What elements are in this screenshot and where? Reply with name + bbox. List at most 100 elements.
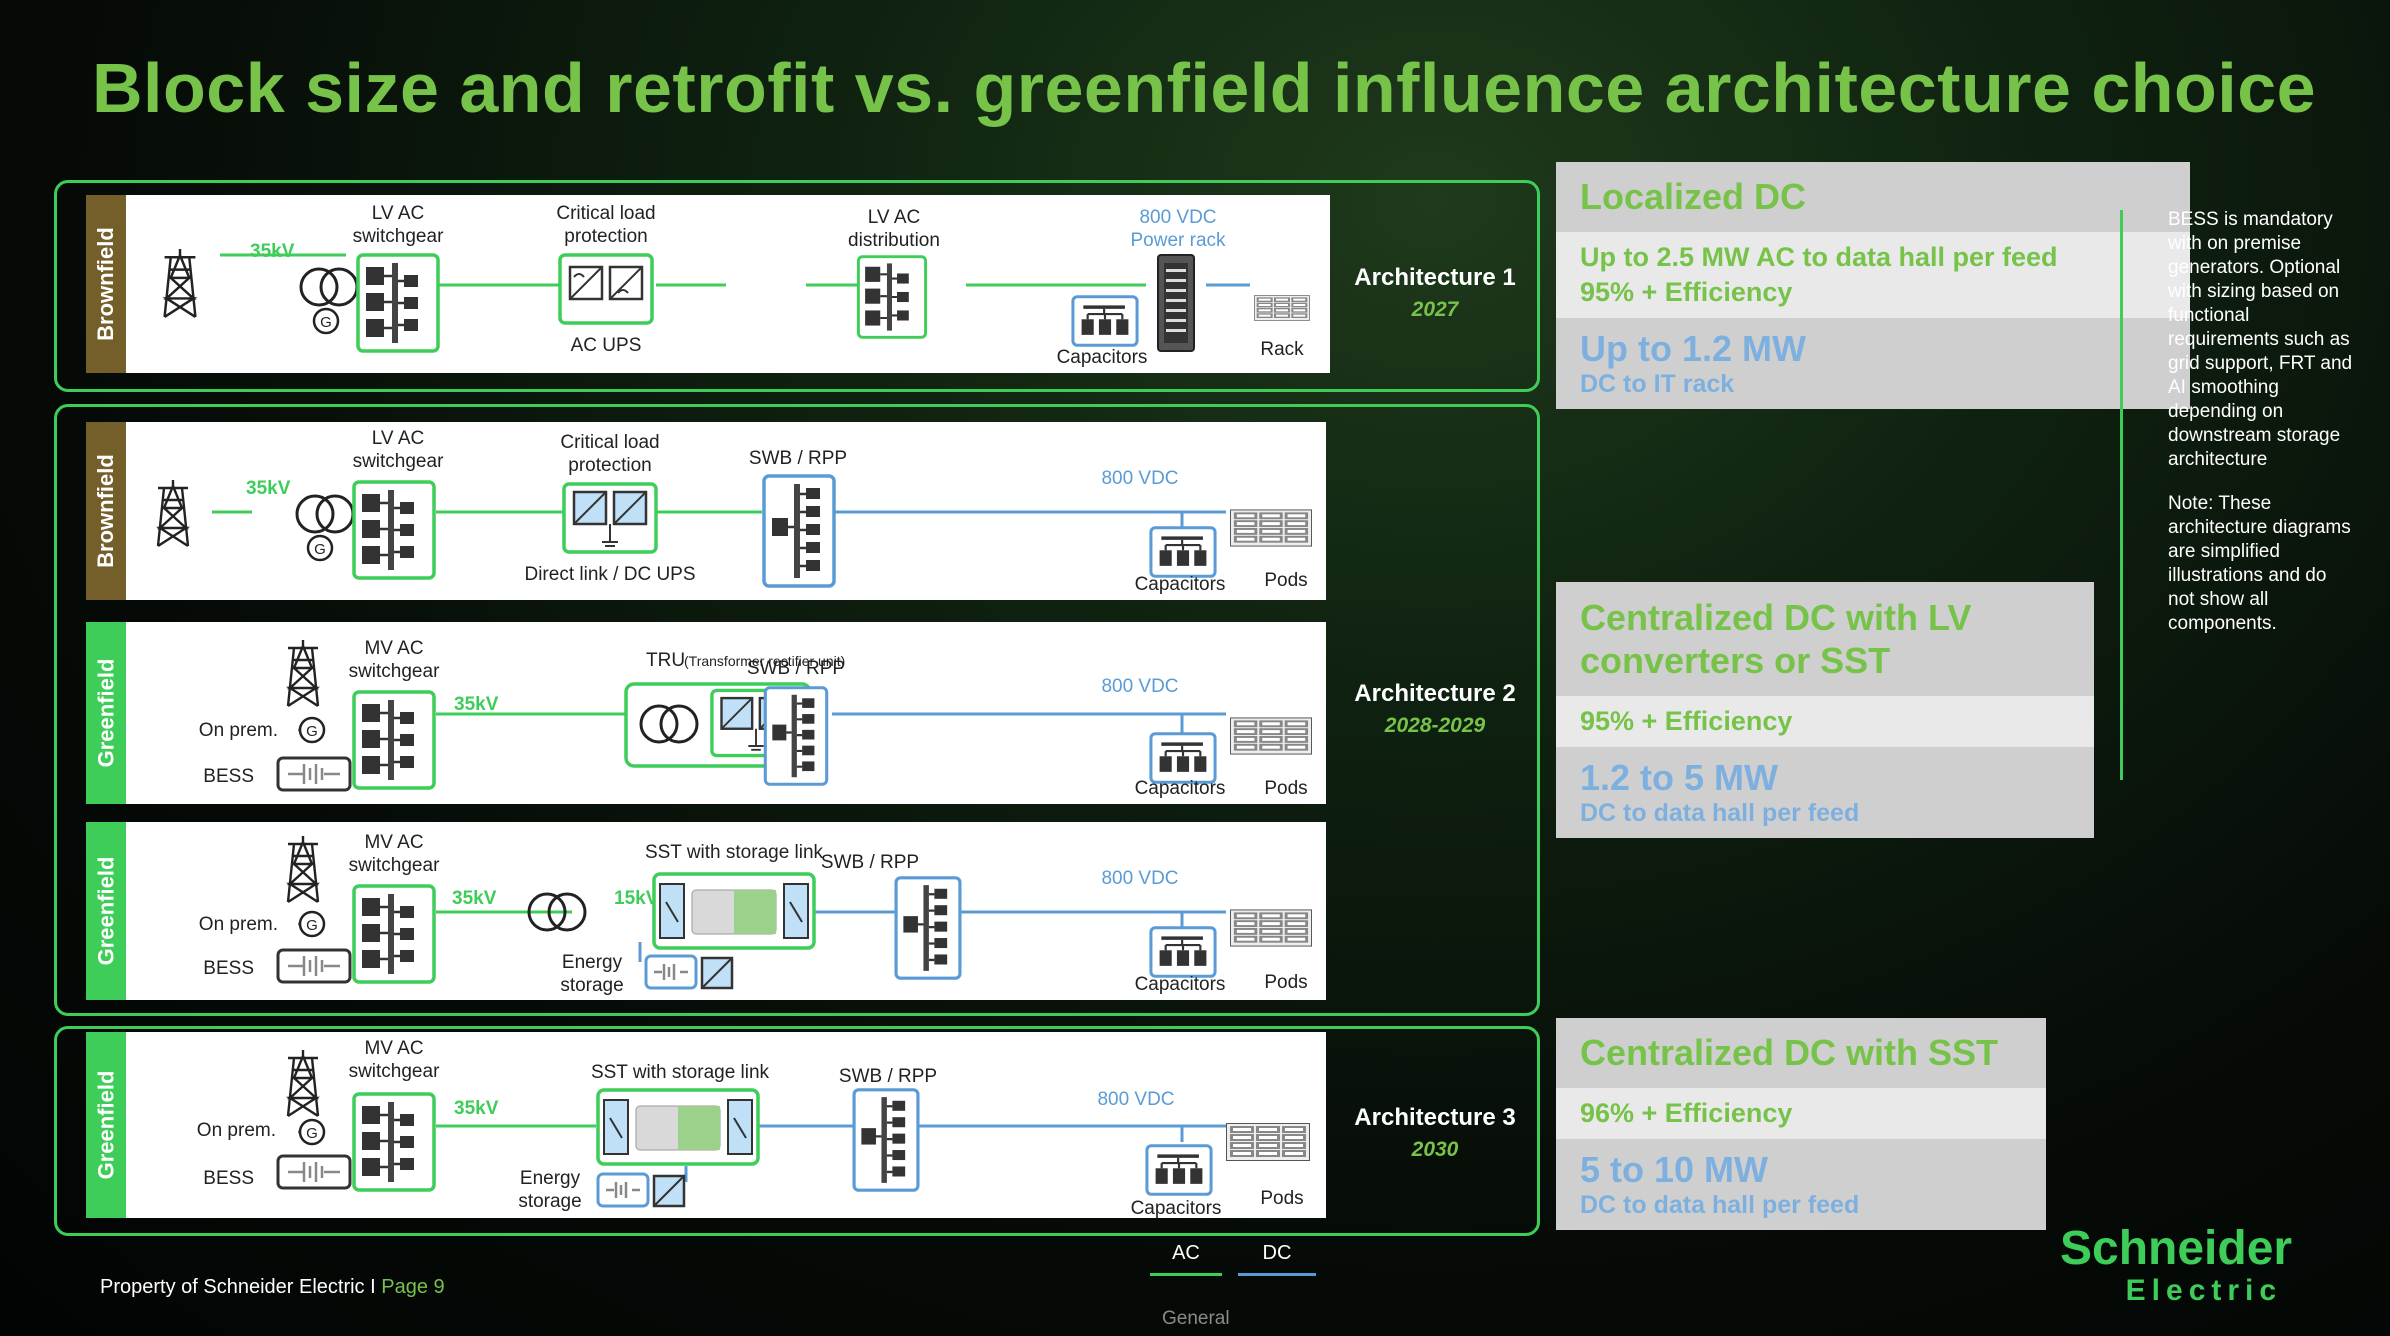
energy-storage-icon	[596, 1172, 686, 1208]
svg-text:SWB / RPP: SWB / RPP	[839, 1066, 937, 1087]
svg-text:Energy: Energy	[562, 952, 623, 973]
capacitors-icon	[1149, 732, 1217, 784]
page-title: Block size and retrofit vs. greenfield i…	[92, 49, 2317, 127]
svg-text:800 VDC: 800 VDC	[1139, 207, 1216, 228]
svg-text:MV AC: MV AC	[364, 1038, 423, 1059]
svg-text:SWB / RPP: SWB / RPP	[821, 852, 919, 873]
sst-storage-link-icon	[652, 872, 816, 950]
generator-icon	[298, 1118, 326, 1146]
card-heading: Localized DC	[1556, 162, 2190, 232]
svg-text:35kV: 35kV	[452, 888, 497, 909]
side-note: BESS is mandatory with on premise genera…	[2168, 208, 2358, 656]
svg-text:SST with storage link: SST with storage link	[591, 1062, 770, 1083]
lv-ac-switchgear-icon	[352, 480, 436, 580]
svg-text:LV AC: LV AC	[372, 428, 424, 449]
svg-text:BESS: BESS	[203, 958, 254, 979]
utility-tower-icon	[286, 638, 320, 708]
footer: Property of Schneider Electric I Page 9	[100, 1276, 445, 1298]
svg-text:protection: protection	[564, 226, 647, 247]
row-tab-greenfield: Greenfield	[86, 622, 126, 804]
svg-text:LV AC: LV AC	[372, 203, 424, 224]
pods-icon	[1230, 908, 1312, 948]
svg-text:Pods: Pods	[1264, 570, 1307, 591]
page-number: Page 9	[381, 1276, 445, 1298]
side-note-divider	[2120, 210, 2123, 780]
rack-icon	[1254, 294, 1310, 322]
generator-icon	[306, 534, 334, 562]
svg-text:Energy: Energy	[520, 1168, 581, 1189]
svg-text:35kV: 35kV	[454, 1098, 499, 1119]
sst-storage-link-icon	[596, 1088, 760, 1166]
svg-text:MV AC: MV AC	[364, 638, 423, 659]
svg-text:BESS: BESS	[203, 766, 254, 787]
capacitors-icon	[1145, 1144, 1213, 1196]
svg-text:switchgear: switchgear	[353, 226, 444, 247]
svg-text:Pods: Pods	[1260, 1188, 1303, 1209]
single-line-diagram-5: On prem. BESS MV AC switchgear 35kV SST …	[197, 1038, 1310, 1218]
pods-icon	[1226, 1122, 1310, 1162]
row-tab-greenfield: Greenfield	[86, 1032, 126, 1218]
row-tab-brownfield: Brownfield	[86, 422, 126, 600]
transformer-icon	[295, 494, 355, 534]
svg-text:On prem.: On prem.	[199, 914, 278, 935]
swb-rpp-icon	[894, 876, 962, 980]
utility-tower-icon	[163, 247, 197, 319]
svg-text:15kV: 15kV	[614, 888, 659, 909]
svg-text:35kV: 35kV	[246, 478, 291, 499]
svg-text:800 VDC: 800 VDC	[1101, 868, 1178, 889]
swb-rpp-icon	[762, 474, 836, 588]
utility-tower-icon	[286, 834, 320, 904]
svg-text:Power rack: Power rack	[1130, 230, 1226, 251]
svg-text:Direct link / DC UPS: Direct link / DC UPS	[524, 564, 695, 585]
transformer-icon	[299, 267, 359, 307]
side-note-disclaimer: Note: These architecture diagrams are si…	[2168, 493, 2351, 634]
svg-text:switchgear: switchgear	[349, 855, 440, 876]
row-architecture-2-brownfield: Brownfield 35kV LV AC switchgear Critica…	[86, 422, 1326, 600]
schneider-electric-logo: Schneider Electric	[2060, 1222, 2293, 1308]
svg-text:Capacitors: Capacitors	[1135, 974, 1226, 995]
capacitors-icon	[1071, 295, 1139, 347]
dc-ups-icon	[562, 482, 658, 554]
mv-ac-switchgear-icon	[352, 884, 436, 984]
svg-text:storage: storage	[518, 1191, 581, 1212]
card-centralized-dc-sst: Centralized DC with SST 96% + Efficiency…	[1556, 1018, 2046, 1230]
svg-text:SST with storage link: SST with storage link	[645, 842, 824, 863]
svg-text:MV AC: MV AC	[364, 832, 423, 853]
swb-rpp-icon	[763, 686, 829, 786]
bess-battery-icon	[276, 948, 352, 984]
utility-tower-icon	[286, 1048, 320, 1118]
power-rack-icon	[1157, 254, 1195, 352]
generator-icon	[298, 910, 326, 938]
row-tab-greenfield: Greenfield	[86, 822, 126, 1000]
svg-text:BESS: BESS	[203, 1168, 254, 1189]
svg-text:35kV: 35kV	[454, 694, 499, 715]
card-heading: Centralized DC with SST	[1556, 1018, 2046, 1088]
side-note-bess: BESS is mandatory with on premise genera…	[2168, 209, 2353, 470]
swb-rpp-icon	[852, 1088, 920, 1192]
architecture-3-frame	[54, 1026, 1540, 1236]
row-architecture-2-greenfield-tru: Greenfield On prem. BESS MV AC switchgea…	[86, 622, 1326, 804]
row-architecture-1-brownfield: Brownfield 35kV LV AC switchgear Critica…	[86, 195, 1330, 373]
svg-text:SWB / RPP: SWB / RPP	[747, 658, 845, 679]
svg-text:Capacitors: Capacitors	[1057, 347, 1148, 368]
svg-text:Pods: Pods	[1264, 972, 1307, 993]
card-efficiency: 95% + Efficiency	[1556, 696, 2094, 747]
legend-ac: AC	[1150, 1242, 1222, 1276]
tru-sub-label: (Transformer rectifier unit)	[684, 653, 845, 669]
svg-text:LV AC: LV AC	[868, 207, 920, 228]
generator-icon	[298, 716, 326, 744]
svg-text:800 VDC: 800 VDC	[1097, 1089, 1174, 1110]
lv-ac-distribution-icon	[856, 255, 928, 339]
single-line-diagram-2: 35kV LV AC switchgear Critical load prot…	[156, 428, 1312, 595]
svg-text:On prem.: On prem.	[197, 1120, 276, 1141]
mv-ac-switchgear-icon	[352, 690, 436, 790]
svg-text:AC UPS: AC UPS	[571, 335, 642, 356]
lv-ac-switchgear-icon	[356, 253, 440, 353]
svg-text:protection: protection	[568, 455, 651, 476]
